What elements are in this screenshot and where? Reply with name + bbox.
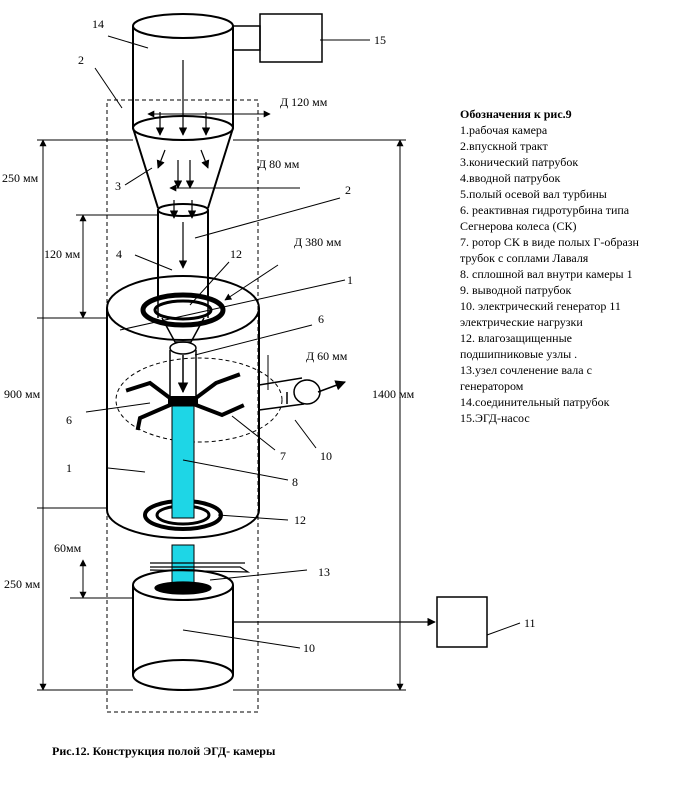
rotor-area-outline: [115, 357, 283, 443]
hollow-shaft-5: [161, 317, 205, 398]
lower-shaft: [171, 544, 195, 586]
label-12-bottom: 12: [294, 513, 306, 527]
legend-line: 3.конический патрубок: [460, 155, 578, 169]
legend-line: Сегнерова колеса (СК): [460, 219, 576, 233]
label-2-top: 2: [78, 53, 84, 67]
legend-line: 5.полый осевой вал турбины: [460, 187, 607, 201]
legend-line: 14.соединительный патрубок: [460, 395, 610, 409]
dim-250-top: 250 мм: [2, 171, 39, 185]
dim-250-bottom: 250 мм: [4, 577, 41, 591]
dim-120: 120 мм: [44, 247, 81, 261]
legend-line: 4.вводной патрубок: [460, 171, 560, 185]
segner-rotor-7: [125, 372, 245, 431]
generator-10: [132, 569, 234, 691]
conical-pipe-3: [132, 127, 234, 217]
figure-caption: Рис.12. Конструкция полой ЭГД- камеры: [52, 744, 276, 758]
legend-line: генератором: [460, 379, 524, 393]
label-6-left: 6: [66, 413, 72, 427]
outlet-pipe-9: [258, 377, 346, 411]
dim-d380: Д 380 мм: [294, 235, 342, 249]
dim-d120: Д 120 мм: [280, 95, 328, 109]
label-1-top: 1: [347, 273, 353, 287]
egd-pump-15: [232, 13, 323, 63]
legend-line: 12. влагозащищенные: [460, 331, 572, 345]
rotor-hub: [168, 396, 198, 406]
dim-d80: Д 80 мм: [258, 157, 300, 171]
label-10-side: 10: [320, 449, 332, 463]
legend-line: трубок с соплами Лаваля: [460, 251, 589, 265]
label-1-chamber: 1: [66, 461, 72, 475]
label-2-right: 2: [345, 183, 351, 197]
dim-d60: Д 60 мм: [306, 349, 348, 363]
flow-arrows: [155, 60, 211, 269]
legend-line: электрические нагрузки: [460, 315, 583, 329]
legend-line: подшипниковые узлы .: [460, 347, 577, 361]
legend-line: 7. ротор СК в виде полых Г-образн: [460, 235, 640, 249]
legend-line: 6. реактивная гидротурбина типа: [460, 203, 630, 217]
dim-1400: 1400 мм: [372, 387, 415, 401]
label-12-top: 12: [230, 247, 242, 261]
solid-shaft-8: [171, 405, 195, 519]
legend-line: 10. электрический генератор 11: [460, 299, 621, 313]
dim-900: 900 мм: [4, 387, 41, 401]
legend-line: 1.рабочая камера: [460, 123, 548, 137]
legend-title: Обозначения к рис.9: [460, 107, 572, 121]
label-7: 7: [280, 449, 286, 463]
legend-line: 15.ЭГД-насос: [460, 411, 530, 425]
label-11: 11: [524, 616, 536, 630]
label-8: 8: [292, 475, 298, 489]
leader-lines: [85, 35, 521, 649]
legend-line: 2.впускной тракт: [460, 139, 548, 153]
label-13: 13: [318, 565, 330, 579]
label-4: 4: [116, 247, 122, 261]
label-6-right: 6: [318, 312, 324, 326]
label-10-generator: 10: [303, 641, 315, 655]
legend-line: 9. выводной патрубок: [460, 283, 572, 297]
legend: Обозначения к рис.9 1.рабочая камера 2.в…: [460, 107, 640, 425]
dimension-lines: [37, 139, 406, 691]
legend-line: 8. сплошной вал внутри камеры 1: [460, 267, 633, 281]
legend-line: 13.узел сочленение вала с: [460, 363, 592, 377]
dim-60: 60мм: [54, 541, 82, 555]
working-chamber-1: [106, 275, 260, 539]
electrical-load-11: [436, 596, 488, 648]
label-3: 3: [115, 179, 121, 193]
label-14: 14: [92, 17, 104, 31]
label-15: 15: [374, 33, 386, 47]
